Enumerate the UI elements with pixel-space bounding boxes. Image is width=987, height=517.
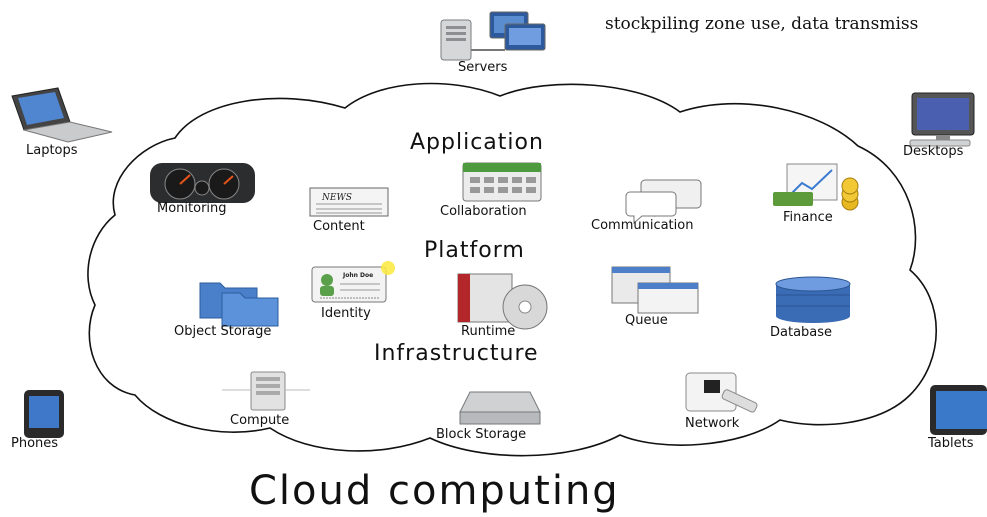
servers-icon [440, 11, 546, 61]
monitoring-label: Monitoring [157, 201, 227, 216]
phones-label: Phones [11, 436, 59, 451]
layer-application: Application [410, 130, 544, 155]
compute-label: Compute [230, 413, 290, 428]
id-card-name: John Doe [342, 272, 373, 279]
collaboration-label: Collaboration [440, 204, 527, 219]
layer-infrastructure: Infrastructure [374, 341, 539, 366]
folders-icon [199, 282, 279, 327]
compute-tower-icon [222, 371, 310, 411]
monitoring-gauge-icon [150, 163, 255, 203]
network-jack-icon [685, 372, 758, 413]
id-card-icon: John Doe [311, 261, 395, 303]
news-badge: NEWS [321, 193, 352, 203]
block-storage-label: Block Storage [436, 427, 527, 442]
tablet-icon [930, 385, 987, 435]
laptop-icon [11, 87, 113, 143]
diagram-title: Cloud computing [249, 468, 620, 514]
database-label: Database [770, 325, 833, 340]
desktop-icon [909, 92, 975, 147]
hard-drive-icon [459, 391, 541, 425]
object-storage-label: Object Storage [174, 324, 272, 339]
tablets-label: Tablets [928, 436, 974, 451]
calendar-icon [462, 162, 542, 202]
cloud-outline [87, 82, 937, 457]
queue-windows-icon [611, 266, 699, 314]
runtime-label: Runtime [461, 324, 516, 339]
servers-label: Servers [458, 60, 508, 75]
identity-label: Identity [321, 306, 371, 321]
finance-icon [773, 163, 859, 211]
layer-platform: Platform [424, 238, 525, 263]
desktops-label: Desktops [903, 144, 964, 159]
header-text: stockpiling zone use, data transmiss [605, 14, 919, 34]
runtime-disc-icon [457, 273, 548, 330]
database-icon [775, 276, 851, 323]
finance-label: Finance [783, 210, 833, 225]
network-label: Network [685, 416, 740, 431]
queue-label: Queue [625, 313, 668, 328]
communication-label: Communication [591, 218, 694, 233]
speech-bubbles-icon [625, 179, 702, 225]
laptops-label: Laptops [26, 143, 78, 158]
content-label: Content [313, 219, 365, 234]
phone-icon [24, 390, 64, 438]
newspaper-icon: NEWS [309, 187, 389, 217]
